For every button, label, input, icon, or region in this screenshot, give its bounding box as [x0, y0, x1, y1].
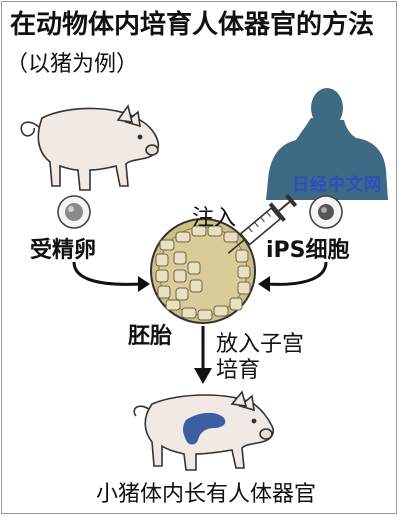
pig-icon	[20, 104, 160, 191]
watermark-text: 日经中文网	[292, 175, 382, 195]
arrow-ips-to-embryo	[265, 261, 328, 286]
syringe-icon	[227, 193, 298, 254]
arrow-egg-to-embryo-head	[138, 276, 150, 292]
arrow-ips-to-embryo-head	[258, 276, 270, 292]
label-uterus-line2: 培育	[216, 358, 261, 383]
arrow-egg-to-embryo	[72, 261, 143, 286]
label-embryo: 胚胎	[128, 324, 173, 349]
human-silhouette-icon	[266, 88, 388, 200]
arrow-embryo-to-piglet-head	[194, 368, 212, 384]
diagram-title: 在动物体内培育人体器官的方法	[10, 10, 375, 40]
ips-cell-icon	[309, 195, 343, 229]
diagram-subtitle: （以猪为例）	[6, 52, 139, 77]
label-uterus-line1: 放入子宫	[216, 332, 305, 357]
piglet-icon	[133, 390, 275, 471]
organ-icon	[183, 412, 226, 445]
label-inject: 注入	[192, 206, 237, 231]
label-result: 小猪体内长有人体器官	[96, 482, 317, 507]
label-fertilized-egg: 受精卵	[30, 238, 97, 263]
embryo-icon	[150, 218, 256, 324]
label-ips-cell: iPS细胞	[266, 238, 350, 263]
egg-cell-icon	[57, 195, 91, 229]
